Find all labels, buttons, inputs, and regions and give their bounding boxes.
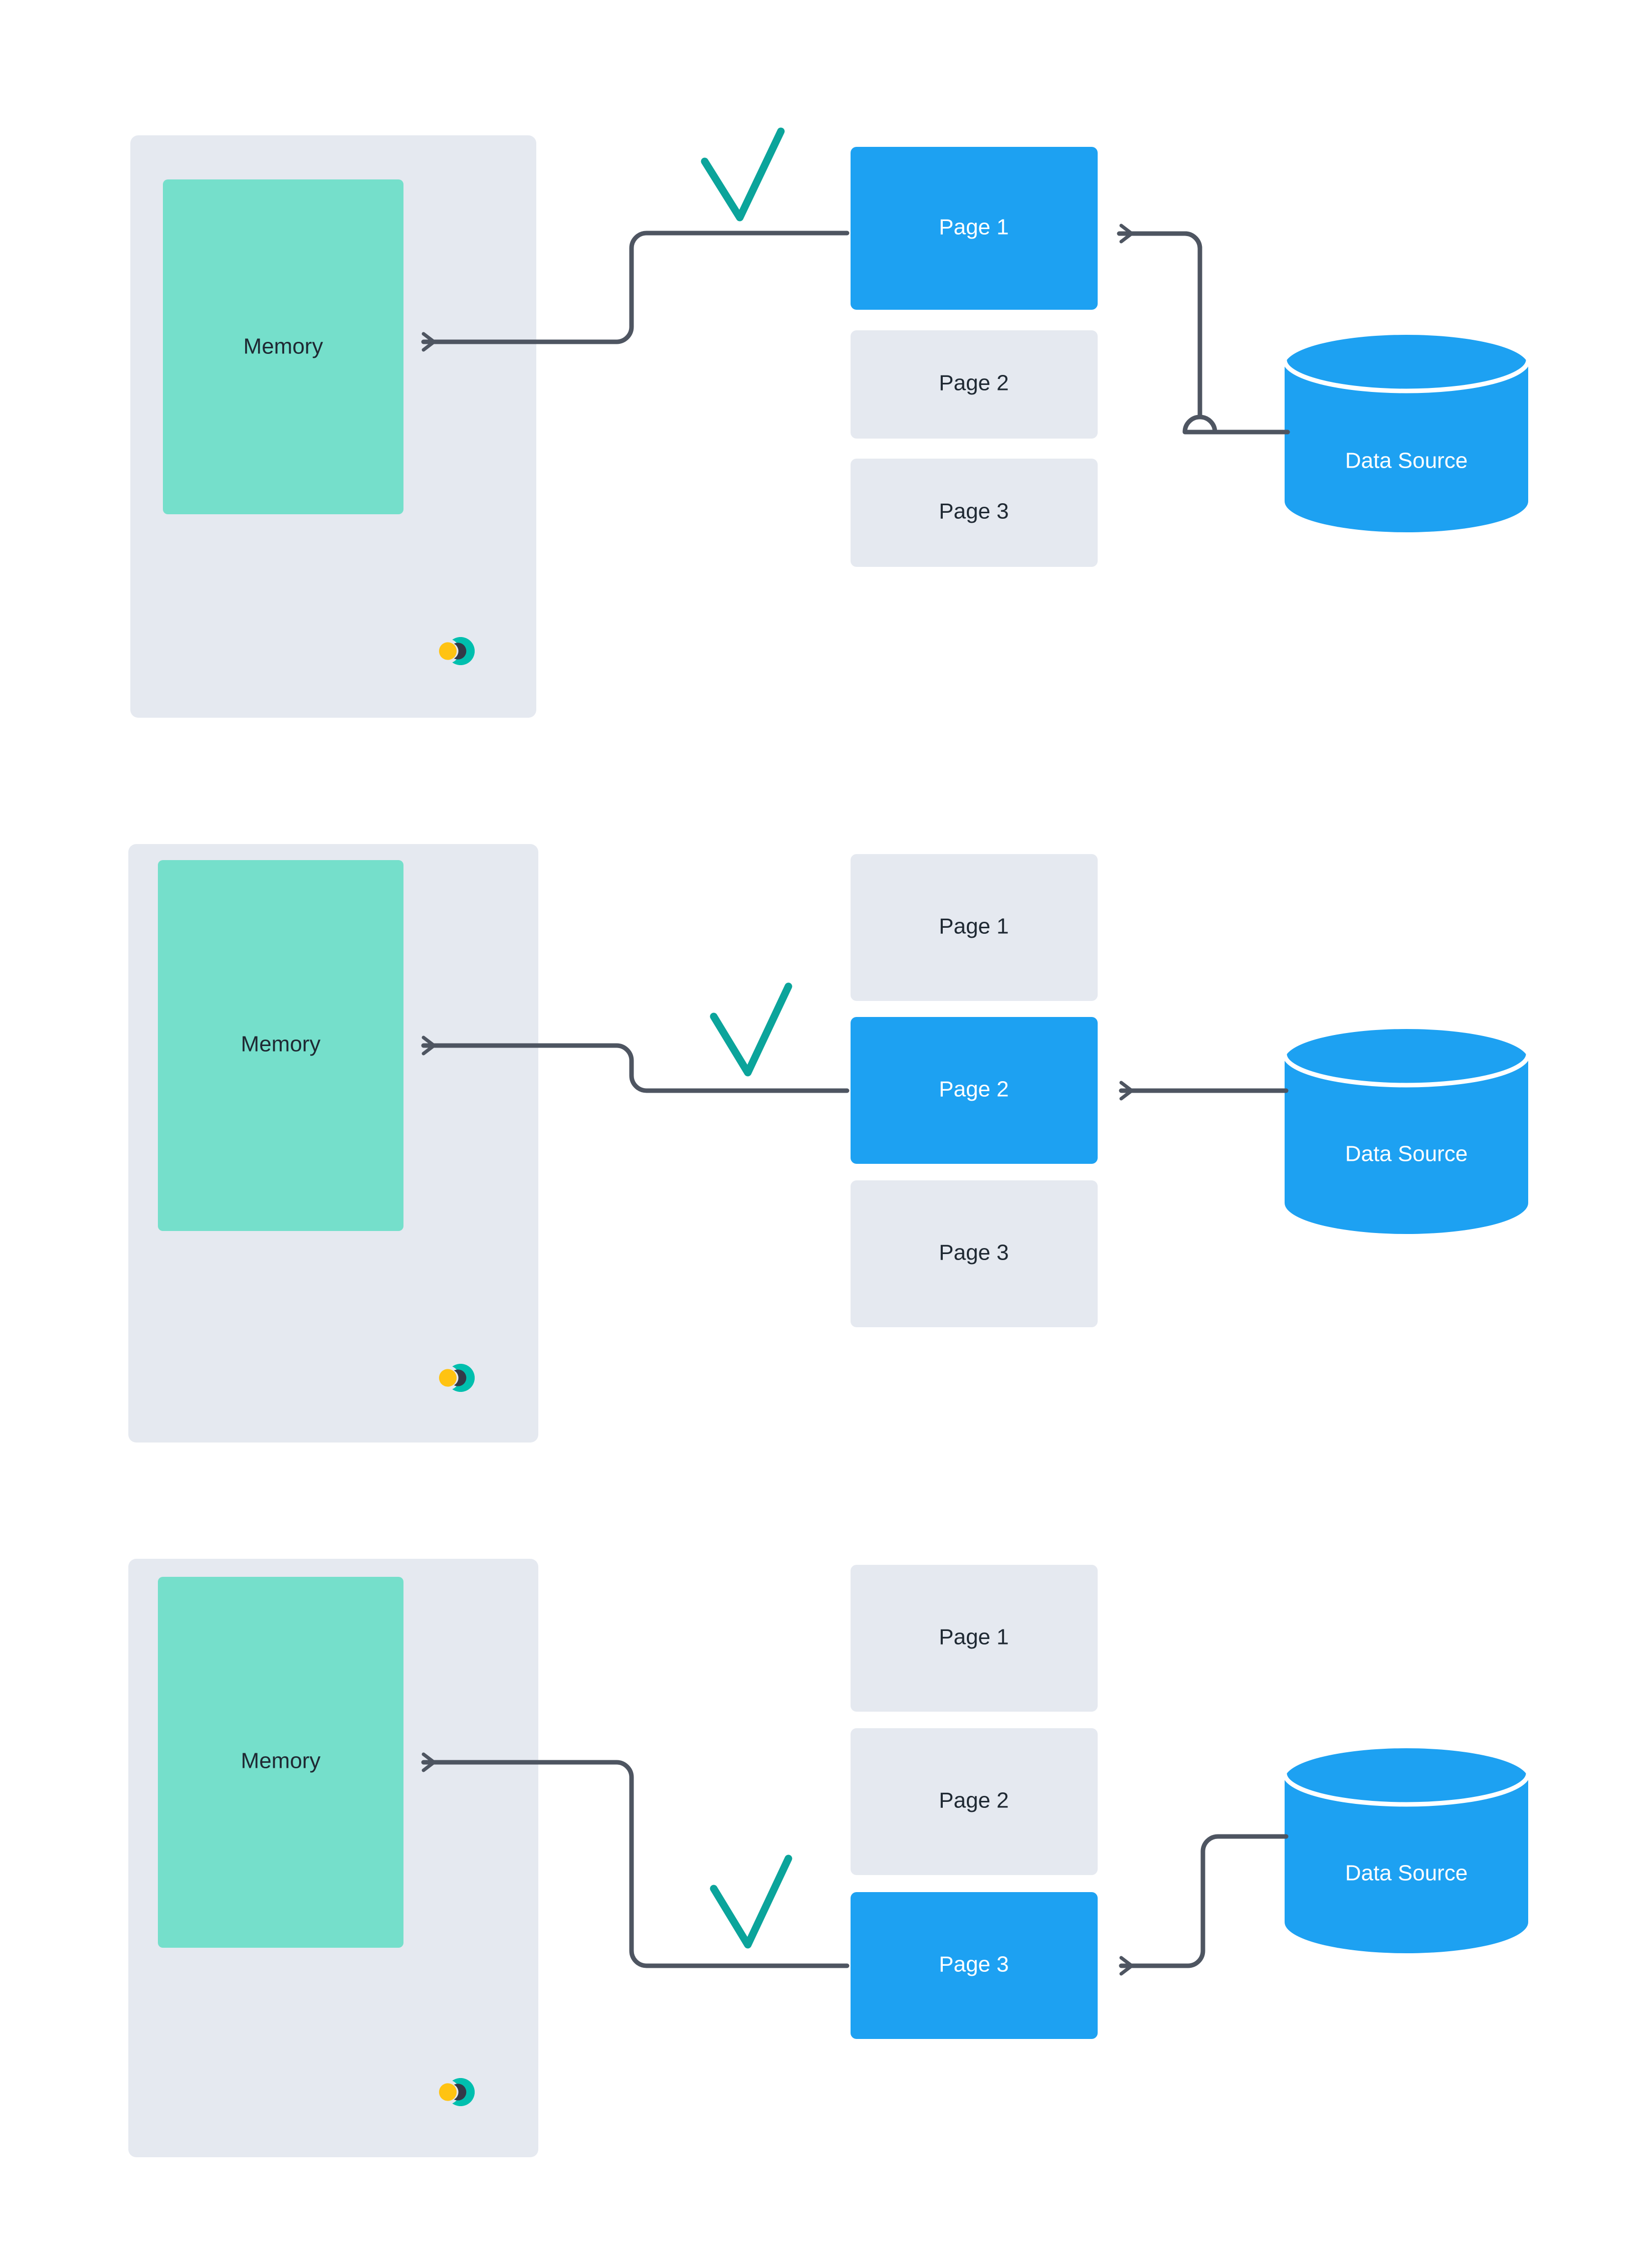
data-source-2[interactable] — [1282, 1029, 1531, 1234]
memory-block-1[interactable] — [163, 179, 403, 514]
check-icon-2 — [710, 982, 792, 1077]
connector-page-to-memory-3 — [421, 1752, 850, 1968]
data-source-1[interactable] — [1282, 335, 1531, 532]
page-box-2-3[interactable] — [851, 1180, 1098, 1327]
page-label-1-2: Page 2 — [939, 371, 1008, 395]
page-box-2-1[interactable] — [851, 854, 1098, 1001]
page-box-1-3[interactable] — [851, 459, 1098, 567]
memory-label-1: Memory — [244, 334, 323, 359]
page-label-2-1: Page 1 — [939, 914, 1008, 939]
page-label-3-1: Page 1 — [939, 1625, 1008, 1650]
page-box-3-2[interactable] — [851, 1728, 1098, 1875]
page-label-2-2: Page 2 — [939, 1077, 1008, 1102]
page-label-3-3: Page 3 — [939, 1952, 1008, 1977]
page-label-2-3: Page 3 — [939, 1241, 1008, 1265]
brand-logo-3 — [439, 2078, 475, 2107]
brand-logo-2 — [439, 1363, 475, 1392]
panel-1: Memory Page 1 Page 2 Page 3 Data Source — [130, 127, 1531, 718]
connector-source-to-page-1-path — [1119, 224, 1290, 435]
page-box-2-2[interactable] — [851, 1017, 1098, 1164]
page-box-3-1[interactable] — [851, 1565, 1098, 1712]
panel-2: Memory Page 1 Page 2 Page 3 Data Source — [128, 844, 1531, 1443]
page-label-1-1: Page 1 — [939, 215, 1008, 240]
page-label-3-2: Page 2 — [939, 1788, 1008, 1813]
brand-logo-1 — [439, 637, 475, 666]
data-source-3[interactable] — [1282, 1748, 1531, 1953]
panel-3: Memory Page 1 Page 2 Page 3 Data Source — [128, 1559, 1531, 2157]
page-box-3-3[interactable] — [851, 1892, 1098, 2039]
memory-block-2[interactable] — [158, 860, 403, 1231]
memory-label-3: Memory — [241, 1749, 321, 1773]
page-box-1-1[interactable] — [851, 147, 1098, 310]
memory-block-3[interactable] — [158, 1577, 403, 1948]
data-source-label-1: Data Source — [1345, 449, 1468, 473]
memory-label-2: Memory — [241, 1032, 321, 1057]
connector-page-to-memory-2 — [421, 1036, 850, 1093]
check-icon-1 — [701, 127, 785, 222]
data-source-label-3: Data Source — [1345, 1861, 1468, 1886]
data-source-label-2: Data Source — [1345, 1142, 1468, 1166]
connector-source-to-page-3 — [1119, 1834, 1289, 1976]
check-icon-3 — [710, 1855, 792, 1949]
page-box-1-2[interactable] — [851, 330, 1098, 439]
connector-source-to-page-1 — [1117, 231, 1290, 435]
page-label-1-3: Page 3 — [939, 499, 1008, 524]
connector-page-to-memory-1 — [421, 231, 850, 352]
